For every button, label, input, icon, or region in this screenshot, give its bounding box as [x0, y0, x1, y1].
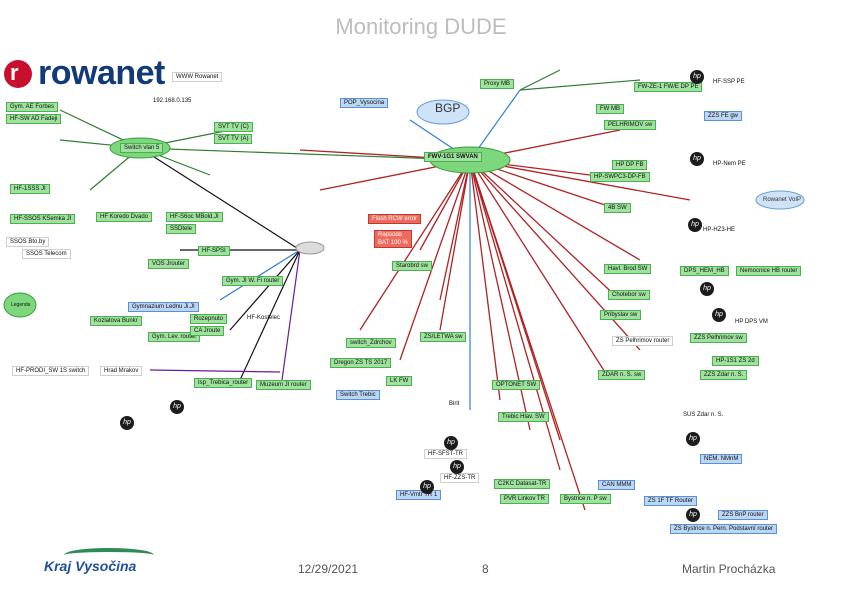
- hp-logo-icon: hp: [700, 282, 714, 296]
- hp-logo-icon: hp: [686, 432, 700, 446]
- legend-label: Legenda: [8, 301, 33, 309]
- node-vos[interactable]: VOS Jrouter: [148, 259, 189, 269]
- node-svitchzd[interactable]: switch_Zdrchov: [346, 338, 396, 348]
- node-chotebor[interactable]: Chotebor sw: [608, 290, 650, 300]
- bgp-label[interactable]: BGP: [432, 104, 463, 112]
- footer-page-number: 8: [482, 562, 489, 576]
- node-lbs-sw[interactable]: 4B SW: [604, 203, 631, 213]
- node-havl[interactable]: Havl. Brod SW: [604, 264, 651, 274]
- node-www[interactable]: WWW Rowanet: [172, 72, 222, 82]
- node-zs-sw[interactable]: ZS/LETWA sw: [420, 332, 466, 342]
- node-gym-ji[interactable]: Gym. JI W. Fi router: [222, 276, 283, 286]
- node-zzs-bn[interactable]: ZZS BnP router: [718, 510, 768, 520]
- node-hf-grp[interactable]: HF-SPSI: [198, 246, 230, 256]
- node-gymn-ledn[interactable]: Gymnazium Lednu Ji.JI: [128, 302, 199, 312]
- node-c2kc[interactable]: C2KC Datasat-TR: [494, 479, 550, 489]
- node-hf-sfst[interactable]: HF-SFST-TR: [424, 449, 467, 459]
- node-flash-red[interactable]: Flash RCW error: [368, 214, 421, 224]
- hp-logo-icon: hp: [712, 308, 726, 322]
- hp-logo-icon: hp: [690, 70, 704, 84]
- hp-logo-icon: hp: [444, 436, 458, 450]
- node-pvr[interactable]: PVR Linkov TR: [500, 494, 549, 504]
- node-dps-hem[interactable]: DPS_HEM_HB: [680, 266, 729, 276]
- node-gym-ae[interactable]: Gym. AE Forbes: [6, 102, 58, 112]
- node-red2[interactable]: Rapsoda BAT 100 %: [374, 230, 412, 248]
- red-links: [300, 130, 690, 510]
- node-hf-sw[interactable]: HF-SW AD Fadeji: [6, 114, 61, 124]
- hp-logo-icon: hp: [120, 416, 134, 430]
- node-zdar[interactable]: ZDAR n. S. sw: [598, 370, 645, 380]
- footer-date: 12/29/2021: [298, 562, 358, 576]
- node-optonet[interactable]: OPTONET SW: [492, 380, 540, 390]
- node-bystrice[interactable]: Bystrice n. P sw: [560, 494, 611, 504]
- node-hf-1s[interactable]: HF-1SSS JI: [10, 184, 50, 194]
- node-muzeum[interactable]: Muzeum JI router: [256, 380, 311, 390]
- node-svt-tv[interactable]: SVT TV (C): [214, 122, 253, 132]
- node-hp-dpe[interactable]: HP DP FB: [612, 160, 647, 170]
- node-rowanet-voip[interactable]: Rowanet VoIP: [760, 196, 804, 204]
- hp-logo-icon: hp: [420, 480, 434, 494]
- node-isp[interactable]: Isp_Trebica_router: [194, 378, 252, 388]
- hp-logo-icon: hp: [688, 218, 702, 232]
- node-ssd[interactable]: SSDtele: [166, 224, 196, 234]
- node-hp-zhe[interactable]: HP-HZ3-HE: [700, 226, 738, 234]
- node-zzs-zd[interactable]: ZZS Zdar n. S.: [700, 370, 747, 380]
- footer-author: Martin Procházka: [682, 562, 775, 576]
- node-hp-1s[interactable]: HP-1S1 ZS 2d: [712, 356, 759, 366]
- node-trebic-sw[interactable]: Trebic Hlav. SW: [498, 412, 549, 422]
- node-lk-fw[interactable]: LK FW: [386, 376, 412, 386]
- node-zs-pelh[interactable]: ZS Pelhrimov router: [612, 336, 673, 346]
- node-ip: 192.168.0.135: [150, 97, 194, 105]
- node-pelhrimov[interactable]: PELHRIMOV sw: [604, 120, 656, 130]
- node-fwmb[interactable]: FW MB: [596, 104, 624, 114]
- gray-cloud: [296, 242, 324, 254]
- node-prib[interactable]: Pribyslav sw: [600, 310, 641, 320]
- hp-logo-icon: hp: [690, 152, 704, 166]
- hp-logo-icon: hp: [686, 508, 700, 522]
- left-hub-label[interactable]: Switch vlan 5: [120, 143, 163, 153]
- region-logo: Kraj Vysočina: [44, 548, 162, 574]
- node-nemocnice[interactable]: Nemocnice HB router: [736, 266, 801, 276]
- node-tv-radio[interactable]: SVT TV (A): [214, 134, 252, 144]
- node-zzs-fe[interactable]: ZZS FE gw: [704, 111, 742, 121]
- hp-logo-icon: hp: [450, 460, 464, 474]
- node-can-mmm[interactable]: CAN MMM: [598, 480, 635, 490]
- node-bj[interactable]: Birit: [446, 400, 462, 408]
- hp-logo-icon: hp: [170, 400, 184, 414]
- node-zs-gw[interactable]: ZS 1F TF Router: [644, 496, 697, 506]
- node-hf-s6oc[interactable]: HF-S6oc MBold.JI: [166, 212, 223, 222]
- node-hp-dps[interactable]: HP DPS VM: [732, 318, 771, 326]
- node-hf-kostelec[interactable]: HF-Kostelec: [244, 314, 283, 322]
- node-hf-prod[interactable]: HF-PRODI_SW 1S switch: [12, 366, 89, 376]
- node-pop-vys[interactable]: POP_Vysocina: [340, 98, 388, 108]
- node-hf-nem[interactable]: HP-Nem PE: [710, 160, 749, 168]
- node-switch-trebic[interactable]: Switch Trebic: [336, 390, 380, 400]
- node-zzs-pe[interactable]: ZZS Pelhrimov sw: [690, 333, 747, 343]
- node-hf-vmtr[interactable]: HF-Vmtr TR 1: [396, 490, 441, 500]
- main-hub-label[interactable]: FWV-1G1 SWVAN: [424, 152, 482, 162]
- region-logo-text: Kraj Vysočina: [44, 558, 136, 574]
- node-hf-ssos[interactable]: HF-SSOS KSemka JI: [10, 214, 75, 224]
- node-ca[interactable]: CA Jroute: [190, 326, 224, 336]
- node-hf-kozel[interactable]: HF Koredo Dvado: [96, 212, 152, 222]
- node-hf-ssp[interactable]: HF-SSP PE: [710, 78, 748, 86]
- node-proxy[interactable]: Proxy MB: [480, 79, 514, 89]
- node-ssos-bbr[interactable]: SSOS Bto.by: [6, 237, 49, 247]
- green-links: [60, 70, 640, 190]
- hub-clouds: [4, 100, 804, 317]
- node-nem-nmnm[interactable]: NEM. NMnM: [700, 454, 742, 464]
- node-hf-pe[interactable]: HP-SWPC3-DP-FB: [590, 172, 650, 182]
- node-sus-zd[interactable]: SUS Zdar n. S.: [680, 411, 726, 419]
- node-starobrd[interactable]: Starobrd sw: [392, 261, 432, 271]
- node-dregon[interactable]: Dregon ZS TS 2017: [330, 358, 391, 368]
- node-rozepnuto[interactable]: Rozepnuto: [190, 314, 227, 324]
- node-zs-bystrice[interactable]: ZS Bystrice n. Pern. Podstavní router: [670, 524, 777, 534]
- node-ssos-tel[interactable]: SSOS Telecom: [22, 249, 71, 259]
- node-fw-edge[interactable]: FW-ZE-1 FW/E DP PE: [634, 82, 702, 92]
- node-hf-zzs[interactable]: HF-ZZS-TR: [440, 473, 479, 483]
- node-kozlo[interactable]: Kozlatova Bunkr: [90, 316, 142, 326]
- node-hrad[interactable]: Hrad Mrakov: [100, 366, 142, 376]
